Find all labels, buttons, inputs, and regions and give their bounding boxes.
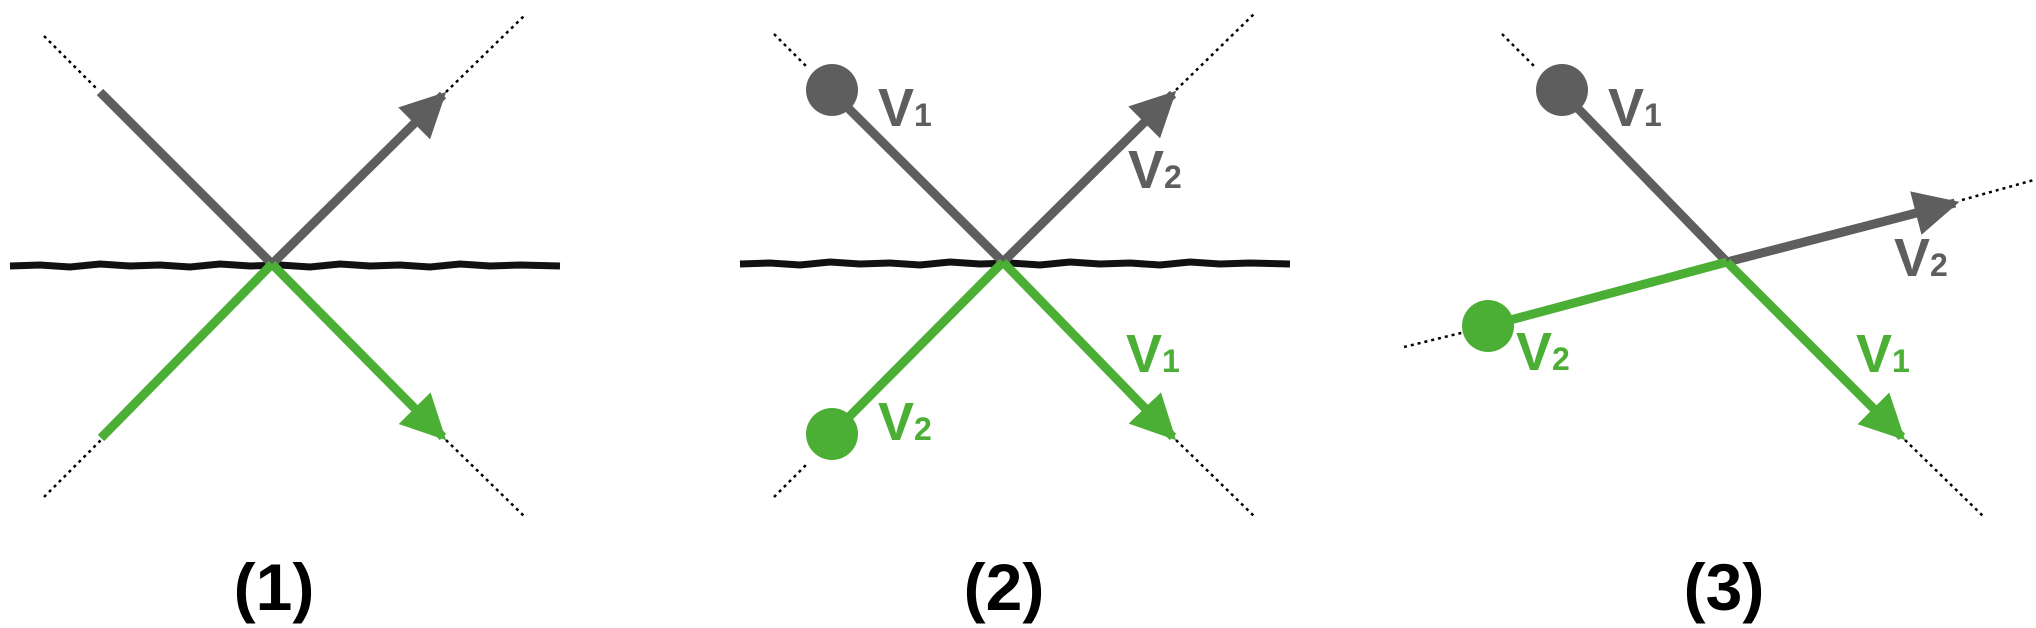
outgoing-ray-green — [999, 258, 1177, 441]
panel-caption: (2) — [964, 550, 1045, 624]
outgoing-ray-gray — [999, 90, 1177, 266]
outgoing-ray-gray — [1725, 191, 1960, 267]
dotted-extension — [43, 439, 102, 498]
dotted-extension — [445, 13, 527, 93]
dotted-extension — [773, 33, 809, 69]
label-v2-gray: V2 — [1128, 140, 1182, 200]
label-v2-green: V2 — [1516, 322, 1570, 382]
source-point-green — [1462, 300, 1514, 352]
source-point-gray — [806, 64, 858, 116]
label-v1-gray: V1 — [878, 78, 932, 138]
incoming-ray-green — [97, 260, 276, 442]
incoming-ray-gray — [1558, 88, 1731, 266]
dotted-extension — [1501, 33, 1537, 69]
dotted-extension — [1961, 178, 2035, 202]
outgoing-ray-gray — [268, 91, 447, 268]
source-point-gray — [1536, 64, 1588, 116]
dotted-extension — [445, 439, 527, 519]
incoming-ray-gray — [96, 88, 276, 268]
dotted-extension — [1904, 439, 1986, 519]
dotted-extension — [1175, 11, 1257, 91]
dotted-extension — [773, 462, 809, 498]
label-v1-gray: V1 — [1608, 78, 1662, 138]
dotted-extension — [43, 35, 99, 91]
dotted-extension — [1175, 439, 1257, 519]
panel-1: (1) — [9, 13, 561, 624]
incoming-ray-green — [1486, 257, 1729, 331]
dotted-extension — [1403, 330, 1466, 349]
label-v1-green: V1 — [1126, 324, 1180, 384]
panel-caption: (1) — [234, 550, 315, 624]
label-v2-green: V2 — [878, 392, 932, 452]
mirror-line — [9, 260, 561, 271]
outgoing-ray-green — [1723, 258, 1906, 441]
source-point-green — [806, 408, 858, 460]
panel-3: V1 V2 V1 V2 (3) — [1403, 33, 2035, 624]
label-v2-gray: V2 — [1894, 228, 1948, 288]
incoming-ray-green — [828, 258, 1007, 438]
label-v1-green: V1 — [1856, 324, 1910, 384]
panel-caption: (3) — [1684, 550, 1765, 624]
incoming-ray-gray — [828, 88, 1007, 266]
mirror-line — [739, 258, 1291, 269]
outgoing-ray-green — [268, 260, 447, 441]
panel-2: V1 V2 V1 V2 (2) — [739, 11, 1291, 624]
